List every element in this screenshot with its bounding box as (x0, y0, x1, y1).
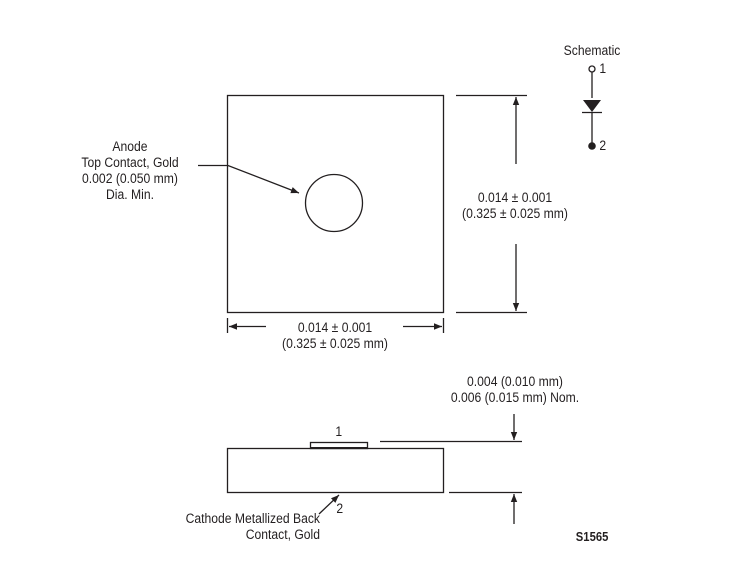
height-dimension-label: 0.014 ± 0.001 (0.325 ± 0.025 mm) (448, 190, 583, 222)
thickness-dimension-label: 0.004 (0.010 mm) 0.006 (0.015 mm) Nom. (439, 374, 592, 406)
schematic-pin2-label: 2 (599, 138, 607, 153)
figure-id: S1565 (575, 530, 609, 544)
cathode-pin-label: 2 (336, 501, 344, 516)
pin2-filled-terminal (588, 142, 596, 150)
top-contact-underline (310, 447, 368, 449)
die-side-view (226, 447, 445, 494)
height-dim-inch: 0.014 ± 0.001 (477, 190, 553, 205)
anode-leader-line (198, 164, 300, 194)
anode-label-line-4: Dia. Min. (106, 187, 154, 202)
width-dim-inch: 0.014 ± 0.001 (297, 320, 373, 335)
schematic-title: Schematic (563, 43, 621, 58)
top-contact-pin-label: 1 (335, 424, 343, 439)
schematic-pin1-label: 1 (599, 61, 607, 76)
width-dimension-label: 0.014 ± 0.001 (0.325 ± 0.025 mm) (268, 320, 403, 352)
height-dim-mm: (0.325 ± 0.025 mm) (462, 206, 568, 221)
cathode-label-line-1: Cathode Metallized Back (185, 511, 320, 526)
diode-triangle (583, 100, 601, 112)
cathode-label: Cathode Metallized Back Contact, Gold (158, 511, 320, 543)
anode-contact-circle (304, 173, 364, 233)
thickness-dim-line-2: 0.006 (0.015 mm) Nom. (450, 390, 580, 405)
cathode-label-line-2: Contact, Gold (245, 527, 320, 542)
anode-label-line-3: 0.002 (0.050 mm) (82, 171, 178, 186)
anode-label-line-2: Top Contact, Gold (81, 155, 179, 170)
cathode-leader-line (318, 494, 340, 515)
anode-label-line-1: Anode (112, 139, 148, 154)
thickness-dim-line-1: 0.004 (0.010 mm) (467, 374, 563, 389)
die-top-view (226, 94, 445, 314)
pin1-open-terminal (588, 65, 596, 73)
anode-label: Anode Top Contact, Gold 0.002 (0.050 mm)… (67, 139, 193, 203)
width-dim-mm: (0.325 ± 0.025 mm) (282, 336, 388, 351)
